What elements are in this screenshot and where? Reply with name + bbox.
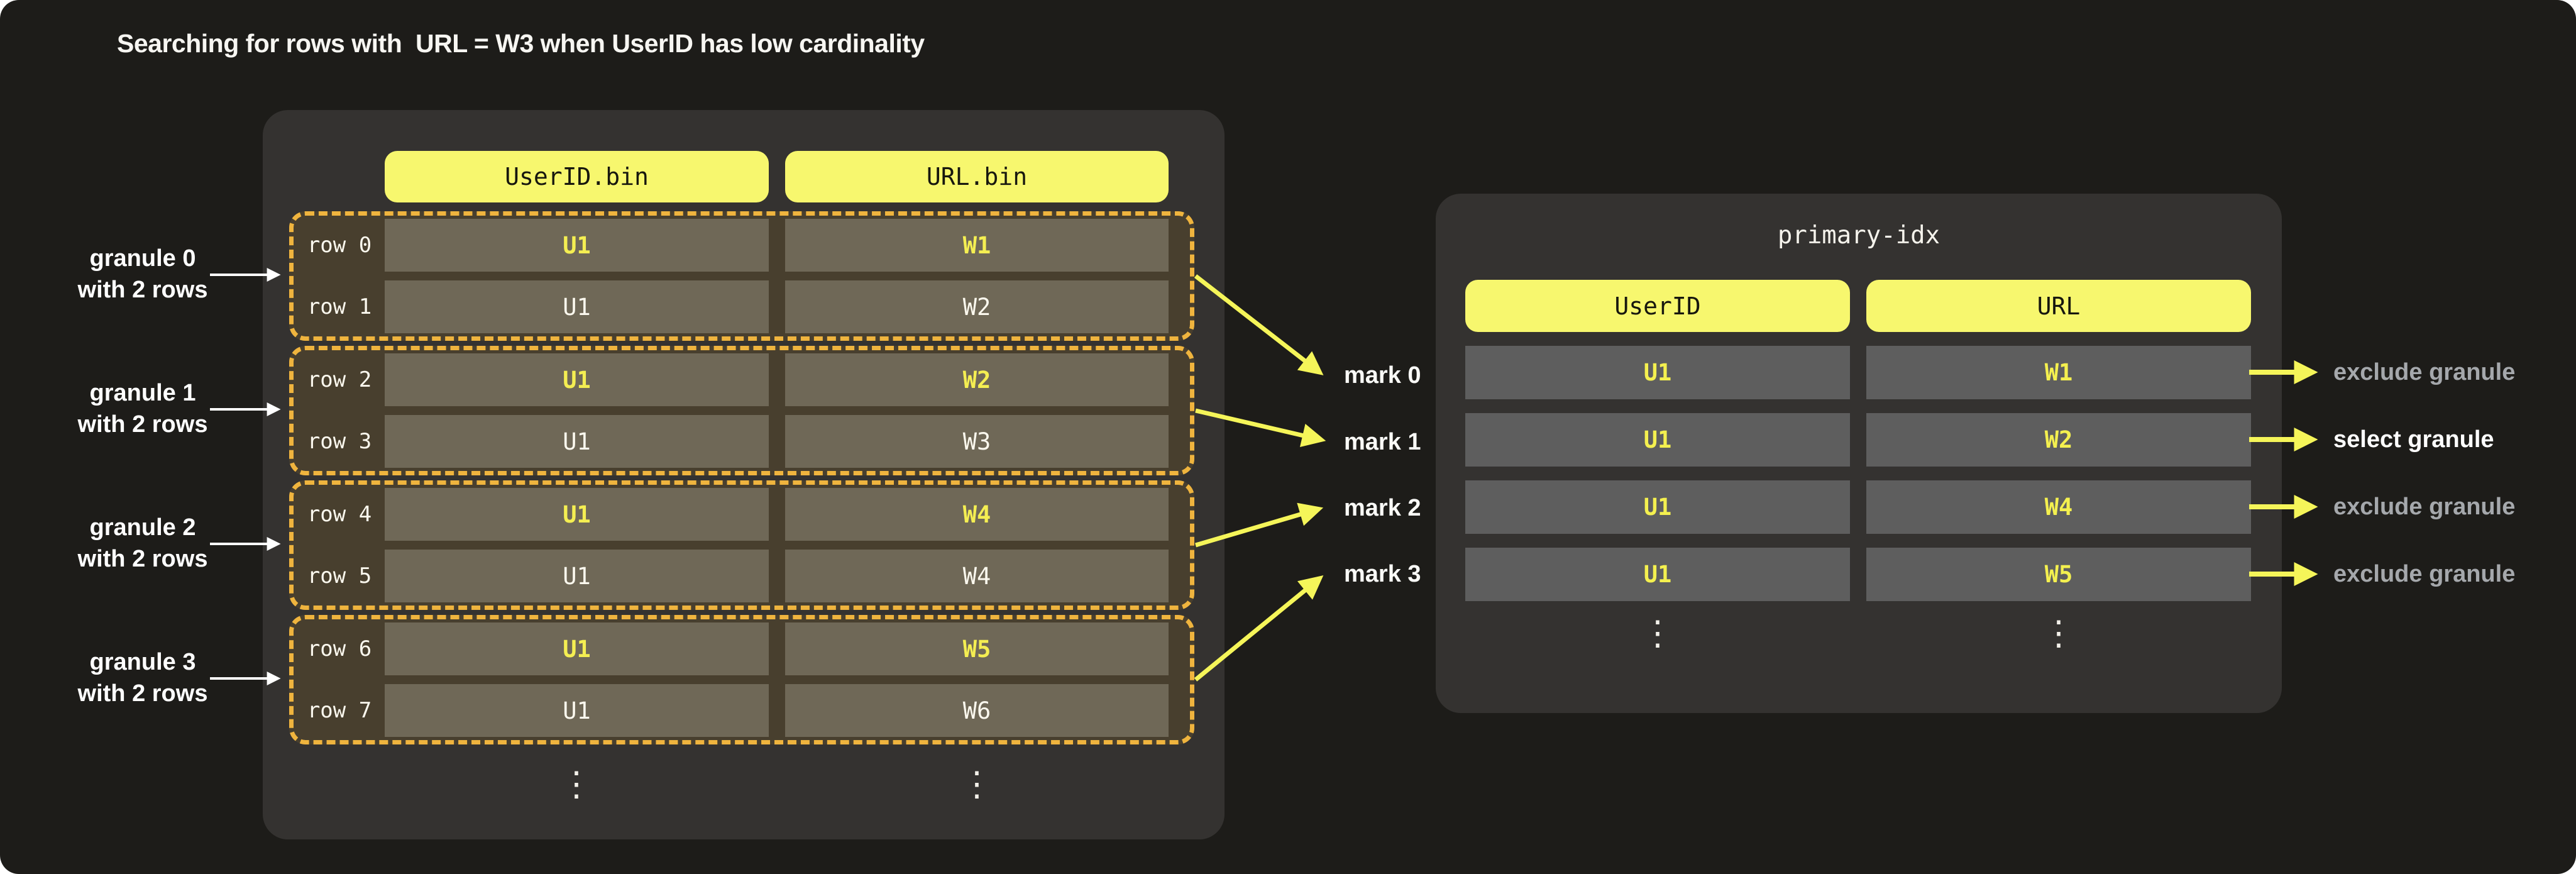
result-label-exclude-granule: exclude granule <box>2333 359 2516 385</box>
index-cell-url: W4 <box>1866 480 2251 534</box>
granule-1-annotation: granule 1 with 2 rows <box>36 377 250 440</box>
primary-index-title: primary-idx <box>1777 221 1940 250</box>
vertical-ellipsis-icon: ⋮ <box>1641 613 1675 653</box>
granule-annotation-line2: with 2 rows <box>77 277 208 303</box>
granule-annotation-line2: with 2 rows <box>77 411 208 438</box>
result-label-select-granule: select granule <box>2333 426 2494 453</box>
mark-3-label: mark 3 <box>1344 561 1421 587</box>
cell-url: W4 <box>785 550 1169 602</box>
index-cell-userid: U1 <box>1465 346 1850 399</box>
vertical-ellipsis-icon: ⋮ <box>2042 613 2076 653</box>
index-cell-userid: U1 <box>1465 548 1850 601</box>
cell-url: W5 <box>785 622 1169 675</box>
granule-annotation-line1: granule 0 <box>89 245 196 272</box>
index-header-userid: UserID <box>1465 280 1850 332</box>
granule-0-annotation: granule 0 with 2 rows <box>36 243 250 306</box>
column-header-userid-bin: UserID.bin <box>385 151 769 202</box>
granule-annotation-line1: granule 3 <box>89 649 196 675</box>
row-label: row 7 <box>307 698 372 723</box>
row-label: row 5 <box>307 563 372 589</box>
granule-box-3: row 6 U1 W5 row 7 U1 W6 <box>289 615 1194 744</box>
mark-0-label: mark 0 <box>1344 362 1421 389</box>
bin-files-panel: UserID.bin URL.bin row 0 U1 W1 row 1 U1 … <box>263 110 1225 839</box>
mark-2-label: mark 2 <box>1344 495 1421 521</box>
row-label: row 6 <box>307 636 372 661</box>
result-label-exclude-granule: exclude granule <box>2333 494 2516 520</box>
granule-annotation-line1: granule 1 <box>89 380 196 406</box>
cell-userid: U1 <box>385 622 769 675</box>
vertical-ellipsis-icon: ⋮ <box>960 764 994 804</box>
cell-url: W4 <box>785 488 1169 541</box>
index-cell-url: W2 <box>1866 413 2251 467</box>
granule-annotation-line2: with 2 rows <box>77 680 208 707</box>
index-cell-url: W5 <box>1866 548 2251 601</box>
result-label-exclude-granule: exclude granule <box>2333 561 2516 587</box>
index-cell-userid: U1 <box>1465 480 1850 534</box>
row-label: row 1 <box>307 294 372 319</box>
primary-index-panel: primary-idx UserID URL U1 W1 U1 W2 U1 W4… <box>1436 194 2282 713</box>
granule-annotation-line1: granule 2 <box>89 514 196 541</box>
cell-userid: U1 <box>385 219 769 272</box>
granule-box-0: row 0 U1 W1 row 1 U1 W2 <box>289 211 1194 341</box>
granule-2-annotation: granule 2 with 2 rows <box>36 512 250 575</box>
vertical-ellipsis-icon: ⋮ <box>559 764 593 804</box>
cell-url: W2 <box>785 353 1169 406</box>
row-label: row 3 <box>307 429 372 454</box>
cell-userid: U1 <box>385 353 769 406</box>
granule-3-annotation: granule 3 with 2 rows <box>36 646 250 709</box>
index-header-url: URL <box>1866 280 2251 332</box>
mark-1-label: mark 1 <box>1344 429 1421 455</box>
granule-annotation-line2: with 2 rows <box>77 546 208 572</box>
cell-userid: U1 <box>385 550 769 602</box>
cell-userid: U1 <box>385 488 769 541</box>
page-title: Searching for rows with URL = W3 when Us… <box>117 29 925 58</box>
row-label: row 2 <box>307 367 372 392</box>
index-cell-url: W1 <box>1866 346 2251 399</box>
cell-url: W3 <box>785 415 1169 468</box>
cell-userid: U1 <box>385 280 769 333</box>
cell-userid: U1 <box>385 415 769 468</box>
column-header-url-bin: URL.bin <box>785 151 1169 202</box>
cell-url: W2 <box>785 280 1169 333</box>
granule-box-1: row 2 U1 W2 row 3 U1 W3 <box>289 346 1194 475</box>
cell-url: W6 <box>785 684 1169 737</box>
cell-url: W1 <box>785 219 1169 272</box>
cell-userid: U1 <box>385 684 769 737</box>
row-label: row 0 <box>307 233 372 258</box>
granule-box-2: row 4 U1 W4 row 5 U1 W4 <box>289 480 1194 610</box>
row-label: row 4 <box>307 502 372 527</box>
index-cell-userid: U1 <box>1465 413 1850 467</box>
